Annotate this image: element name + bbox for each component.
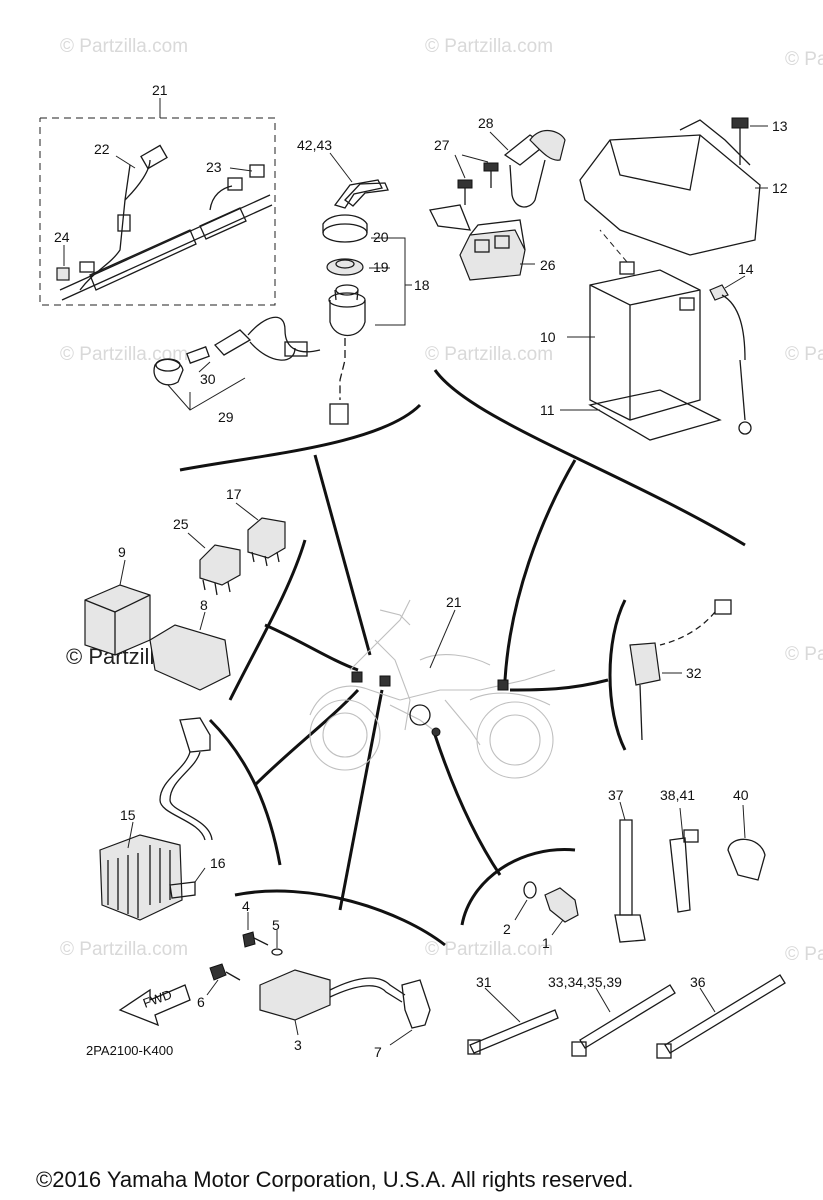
watermark: © Partzilla.com bbox=[425, 344, 553, 365]
callout-14: 14 bbox=[738, 261, 754, 277]
fwd-arrow-icon: FWD bbox=[118, 984, 191, 1027]
callout-27: 27 bbox=[434, 137, 450, 153]
watermark: © Partzilla.com bbox=[785, 644, 823, 665]
sub-harness-group bbox=[39, 98, 276, 306]
callout-13: 13 bbox=[772, 118, 788, 134]
watermarks: © Partzilla.com © Partzilla.com © Partzi… bbox=[60, 36, 823, 965]
callout-23: 23 bbox=[206, 159, 222, 175]
watermark: © Partzilla.com bbox=[425, 939, 553, 960]
callout-10: 10 bbox=[540, 329, 556, 345]
callout-18: 18 bbox=[414, 277, 430, 293]
sensor-group bbox=[514, 881, 579, 936]
callout-17: 17 bbox=[226, 486, 242, 502]
grouping-brackets bbox=[179, 369, 746, 947]
temp-sensor-group bbox=[629, 599, 732, 741]
callout-9: 9 bbox=[118, 544, 126, 560]
callout-8: 8 bbox=[200, 597, 208, 613]
callout-21: 21 bbox=[152, 82, 168, 98]
callout-2: 2 bbox=[503, 921, 511, 937]
callout-4: 4 bbox=[242, 898, 250, 914]
callout-15: 15 bbox=[120, 807, 136, 823]
callout-16: 16 bbox=[210, 855, 226, 871]
callout-21-vehicle: 21 bbox=[446, 594, 462, 610]
callout-1: 1 bbox=[542, 935, 550, 951]
atv-illustration bbox=[309, 599, 556, 779]
watermark: © Partzilla.com bbox=[60, 36, 188, 57]
watermark: © Partzilla.com bbox=[785, 344, 823, 365]
watermark: © Partzilla.com bbox=[60, 344, 188, 365]
callout-3: 3 bbox=[294, 1037, 302, 1053]
callout-33-34-35-39: 33,34,35,39 bbox=[548, 974, 622, 990]
ties-bottom-group bbox=[467, 974, 786, 1059]
callout-31: 31 bbox=[476, 974, 492, 990]
fwd-label: FWD bbox=[141, 987, 174, 1011]
callout-37: 37 bbox=[608, 787, 624, 803]
callout-28: 28 bbox=[478, 115, 494, 131]
callout-7: 7 bbox=[374, 1044, 382, 1060]
callout-12: 12 bbox=[772, 180, 788, 196]
main-switch-group bbox=[322, 152, 412, 425]
callout-30: 30 bbox=[200, 371, 216, 387]
rectifier-group bbox=[99, 717, 213, 921]
callout-26: 26 bbox=[540, 257, 556, 273]
copyright-text: ©2016 Yamaha Motor Corporation, U.S.A. A… bbox=[36, 1167, 633, 1192]
callout-11: 11 bbox=[540, 402, 555, 418]
callout-42-43: 42,43 bbox=[297, 137, 332, 153]
watermark: © Partzilla.com bbox=[785, 944, 823, 965]
callout-6: 6 bbox=[197, 994, 205, 1010]
callout-25: 25 bbox=[173, 516, 189, 532]
callout-36: 36 bbox=[690, 974, 706, 990]
callout-32: 32 bbox=[686, 665, 702, 681]
battery-group bbox=[429, 117, 768, 441]
callout-24: 24 bbox=[54, 229, 70, 245]
watermark: © Partzilla.com bbox=[785, 49, 823, 70]
ties-top-group bbox=[614, 801, 766, 943]
watermark: © Partzilla.com bbox=[425, 36, 553, 57]
diagram-code: 2PA2100-K400 bbox=[86, 1043, 173, 1058]
callout-40: 40 bbox=[733, 787, 749, 803]
ignition-coil-group bbox=[206, 912, 431, 1046]
callout-22: 22 bbox=[94, 141, 110, 157]
relay-cdi-group bbox=[84, 502, 286, 691]
watermark: © Partzilla.com bbox=[60, 939, 188, 960]
callout-5: 5 bbox=[272, 917, 280, 933]
fuse-holder-group bbox=[153, 316, 321, 411]
callout-19: 19 bbox=[373, 259, 389, 275]
callout-29: 29 bbox=[218, 409, 234, 425]
callout-20: 20 bbox=[373, 229, 389, 245]
callout-38-41: 38,41 bbox=[660, 787, 695, 803]
